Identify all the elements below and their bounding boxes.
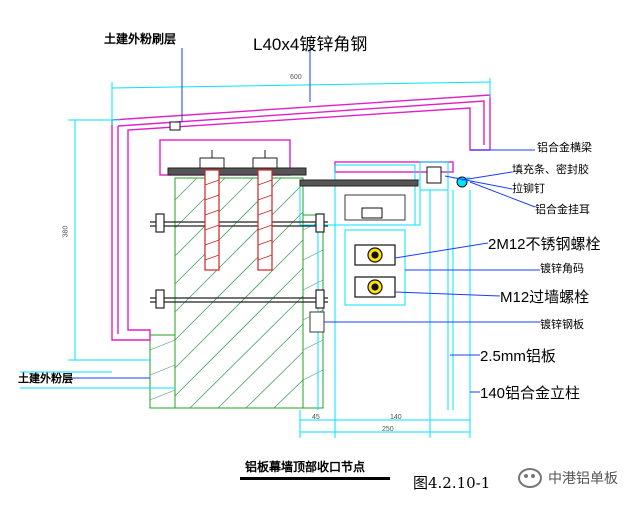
dim-left-height: 380 xyxy=(62,225,70,238)
figure-number: 图4.2.10-1 xyxy=(413,474,491,492)
cad-linework xyxy=(20,78,491,438)
label-top-center: L40x4镀锌角钢 xyxy=(253,35,368,54)
dim-bottom-c: 250 xyxy=(382,426,394,433)
dim-top-width: 600 xyxy=(290,74,302,81)
concrete-wall xyxy=(149,177,324,409)
label-filler-sealant: 填充条、密封胶 xyxy=(512,163,589,176)
dim-bottom-b: 140 xyxy=(390,414,402,421)
through-wall-bolts xyxy=(150,213,328,309)
watermark: 中港铝单板 xyxy=(518,468,618,488)
wechat-icon xyxy=(518,468,542,488)
label-aluminum-panel: 2.5mm铝板 xyxy=(480,348,556,365)
anchor-bolts xyxy=(199,150,278,271)
caption-underline xyxy=(240,477,390,480)
drawing-caption: 铝板幕墙顶部收口节点 xyxy=(245,460,366,474)
label-stainless-bolt: 2M12不锈钢螺栓 xyxy=(488,236,601,253)
label-top-left: 土建外粉刷层 xyxy=(104,32,177,46)
label-rivet: 拉铆钉 xyxy=(512,182,545,195)
leader-lines xyxy=(70,48,540,393)
label-mullion: 140铝合金立柱 xyxy=(480,385,581,402)
stainless-bolts xyxy=(354,244,396,298)
dim-bottom-a: 45 xyxy=(312,414,320,421)
label-hanging-ear: 铝合金挂耳 xyxy=(535,203,590,216)
label-bottom-left: 土建外粉层 xyxy=(18,372,73,385)
watermark-text: 中港铝单板 xyxy=(548,471,618,487)
label-wall-bolt: M12过墙螺栓 xyxy=(500,289,590,306)
label-angle-bracket: 镀锌角码 xyxy=(540,262,584,275)
label-aluminum-beam: 铝合金横梁 xyxy=(537,141,592,154)
label-steel-plate: 镀锌钢板 xyxy=(540,318,584,331)
